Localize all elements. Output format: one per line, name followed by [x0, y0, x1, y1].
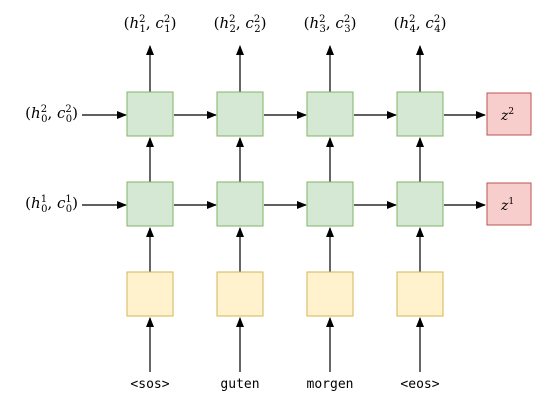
lstm-cell-l2-2 [216, 91, 264, 137]
embedding-box-2 [216, 271, 264, 317]
lstm-cell-l1-1 [126, 181, 174, 227]
layer1-to-layer2-arrows [146, 137, 424, 182]
lstm-cell-l2-3 [306, 91, 354, 137]
embedding-to-layer1-arrows [146, 227, 424, 272]
context-label-z2: z2 [500, 107, 514, 124]
embedding-box-4 [396, 271, 444, 317]
embedding-row [126, 271, 444, 317]
token-morgen: morgen [307, 377, 354, 392]
context-vectors: z2 z1 [486, 92, 532, 226]
lstm-cell-l2-4 [396, 91, 444, 137]
lstm-layer-1 [126, 181, 444, 227]
lstm-cell-l2-1 [126, 91, 174, 137]
embedding-box-1 [126, 271, 174, 317]
embedding-box-3 [306, 271, 354, 317]
context-box-z2 [486, 92, 532, 136]
lstm-cell-l1-4 [396, 181, 444, 227]
lstm-cell-l1-2 [216, 181, 264, 227]
lstm-cell-l1-3 [306, 181, 354, 227]
token-sos: <sos> [130, 377, 169, 392]
context-label-z1: z1 [500, 197, 514, 214]
context-box-z1 [486, 182, 532, 226]
lstm-layer-2 [126, 91, 444, 137]
layer2-to-output-arrows [146, 45, 424, 92]
input-tokens: <sos> guten morgen <eos> [130, 377, 439, 392]
token-guten: guten [220, 377, 259, 392]
token-eos: <eos> [400, 377, 439, 392]
token-to-embedding-arrows [146, 317, 424, 372]
